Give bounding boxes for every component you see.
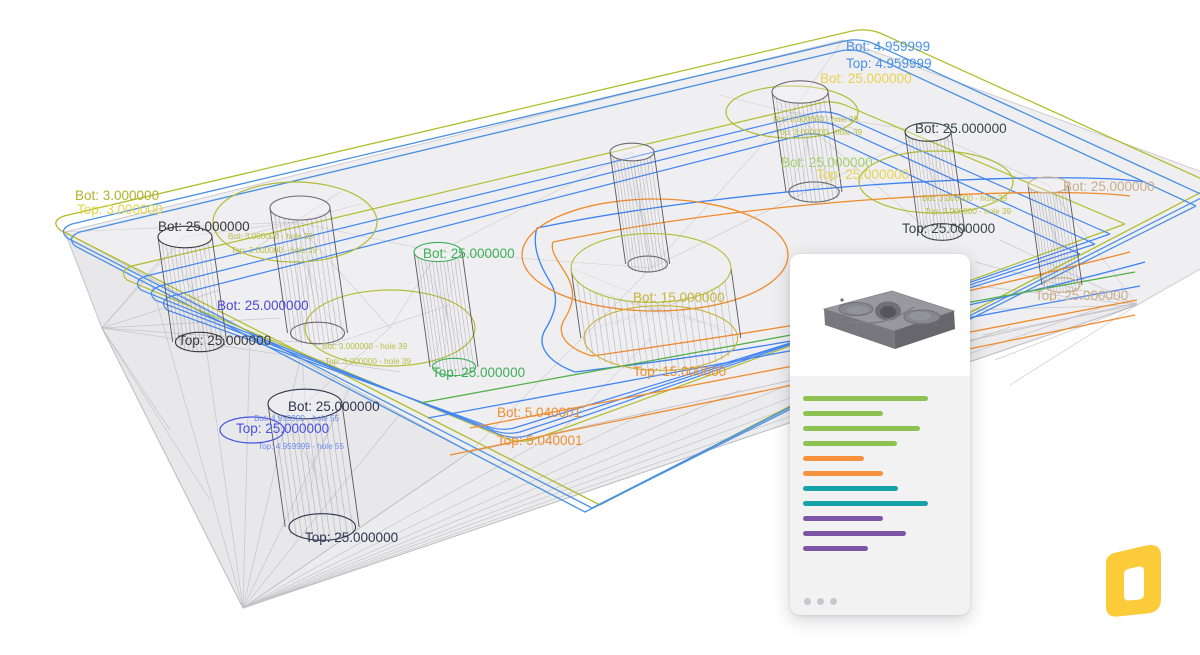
mesh-fans — [101, 239, 1138, 609]
depth-label: Bot: 25.000000 — [781, 155, 873, 170]
part-thumbnail-render — [822, 290, 956, 349]
depth-label: Bot: 3.000000 - hole 39 — [228, 232, 314, 241]
depth-label: Bot: 3.000000 — [75, 188, 159, 203]
summary-bar — [803, 441, 897, 446]
depth-label: Bot: 25.000000 — [915, 121, 1007, 136]
depth-label: Top: 3.000000 - hole 39 — [231, 246, 317, 255]
pocket-orange-2 — [521, 198, 789, 312]
depth-label: Bot: 5.040001 — [497, 405, 581, 420]
hole-cylinder — [413, 241, 479, 377]
summary-bar — [803, 516, 883, 521]
depth-label: Bot: 25.000000 — [423, 246, 515, 261]
depth-label: Top: 4.959999 — [846, 56, 932, 71]
hole-rims — [212, 85, 1014, 444]
depth-label: Top: 25.000000 — [178, 333, 271, 348]
depth-label: Bot: 25.000000 — [288, 399, 380, 414]
depth-label: Bot: 15.000000 — [633, 290, 725, 305]
contour-outer-blue-2 — [70, 49, 1197, 513]
hole-cylinder — [267, 388, 360, 542]
depth-label: Bot: 25.000000 — [158, 219, 250, 234]
hole-rim-ellipse — [304, 289, 476, 367]
contour-outer-olive — [55, 29, 1200, 506]
hole-cylinder — [1027, 176, 1083, 294]
depth-label: Top: 15.000000 — [633, 364, 726, 379]
depth-label: Top: 25.000000 — [1035, 288, 1128, 303]
depth-label: Top: 3.000000 — [77, 202, 163, 217]
depth-label: Top: 3.000000 - hole 39 — [925, 207, 1011, 216]
depth-label: Top: 3.000000 - hole 39 — [325, 357, 411, 366]
hole-cylinder — [269, 195, 348, 346]
summary-bar — [803, 411, 883, 416]
part-thumbnail — [790, 254, 970, 376]
summary-bar — [803, 471, 883, 476]
depth-label: Top: 25.000000 — [305, 530, 398, 545]
depth-label: Bot: 25.000000 — [217, 298, 309, 313]
summary-bar — [803, 396, 928, 401]
depth-label: Bot: 3.000000 - hole 39 — [922, 194, 1008, 203]
contour-inner-blue-3 — [162, 133, 1081, 430]
contour-outer-blue-1 — [62, 39, 1200, 509]
depth-label: Bot: 3.000000 - hole 39 — [322, 342, 408, 351]
contour-green-line — [419, 271, 1136, 404]
part-inspector-card[interactable] — [790, 254, 970, 615]
summary-bar — [803, 546, 868, 551]
summary-bar — [803, 426, 920, 431]
depth-label: Top: 25.000000 — [816, 167, 909, 182]
contour-blue-line — [427, 285, 1141, 419]
hole-rim-ellipse — [725, 85, 859, 139]
summary-bar — [803, 501, 928, 506]
hole-cylinder — [570, 233, 742, 373]
depth-label: Top: 3.000000 - hole 39 — [776, 128, 862, 137]
depth-label: Top: 4.959999 - hole 55 — [258, 442, 344, 451]
contour-inner-blue-2 — [150, 121, 1096, 434]
depth-label: Bot: 25.000000 — [1063, 179, 1155, 194]
depth-label: Top: 25.000000 — [236, 421, 329, 436]
depth-label: Bot: 3.000000 - hole 39 — [773, 115, 859, 124]
pagination-dots[interactable] — [804, 598, 837, 605]
yellow-plate-logo-icon — [1106, 544, 1161, 617]
depth-label: Top: 25.000000 — [432, 365, 525, 380]
hole-rim-ellipse — [219, 416, 285, 444]
depth-label: Top: 25.000000 — [902, 221, 995, 236]
pagination-dot[interactable] — [804, 598, 811, 605]
contour-inner-blue-1 — [136, 111, 1111, 438]
depth-label: Top: 5.040001 — [497, 433, 583, 448]
hole-rim-ellipse — [858, 150, 1014, 214]
hole-cylinder — [609, 142, 671, 273]
depth-label: Bot: 4.959999 — [846, 39, 930, 54]
hole-cylinder — [771, 80, 843, 204]
contour-outer — [55, 29, 1200, 513]
hole-rim-ellipse — [212, 181, 378, 263]
summary-bar — [803, 531, 906, 536]
pagination-dot[interactable] — [830, 598, 837, 605]
hole-cylinder — [157, 225, 228, 353]
depth-label: Bot: 4.959999 - hole 55 — [254, 414, 340, 423]
depth-label: Bot: 25.000000 — [820, 71, 912, 86]
summary-bars — [790, 376, 970, 551]
summary-bar — [803, 456, 864, 461]
summary-bar — [803, 486, 898, 491]
pagination-dot[interactable] — [817, 598, 824, 605]
hole-cylinder — [904, 122, 966, 242]
hole-cylinders — [157, 80, 1083, 542]
